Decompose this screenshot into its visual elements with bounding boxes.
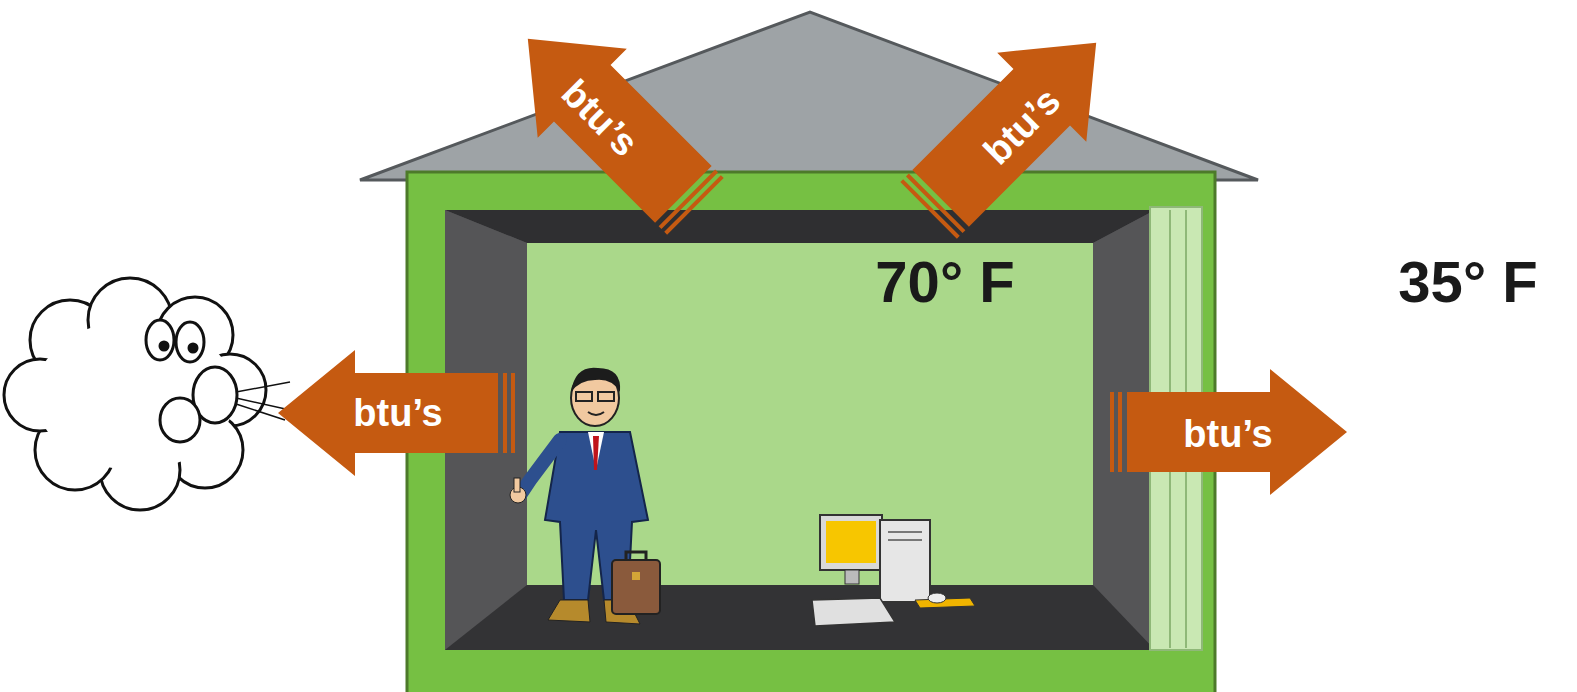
arrow-label: btu’s: [353, 394, 442, 432]
arrow-label-wrap: btu’s: [353, 394, 442, 432]
outer-wall: [407, 172, 1215, 692]
ceiling: [445, 210, 1155, 243]
heat-arrow: [1110, 369, 1347, 495]
floor: [445, 585, 1155, 650]
roof: [360, 12, 1258, 180]
computer: [812, 515, 975, 626]
indoor-temperature: 70° F: [875, 253, 1014, 311]
businessman: [510, 368, 660, 624]
outdoor-temperature: 35° F: [1398, 253, 1537, 311]
heat-arrow: [483, 0, 740, 251]
base-wall: [445, 650, 1155, 692]
heat-arrow: [278, 350, 515, 476]
arrow-label: btu’s: [1183, 415, 1272, 453]
arrow-label-wrap: btu’s: [1183, 415, 1272, 453]
indoor-temperature-wrap: 70° F: [875, 253, 1014, 311]
outdoor-temperature-wrap: 35° F: [1398, 253, 1537, 311]
room-frame: [445, 210, 1155, 692]
heat-arrow: [884, 0, 1141, 255]
wind-cloud: [4, 278, 290, 510]
